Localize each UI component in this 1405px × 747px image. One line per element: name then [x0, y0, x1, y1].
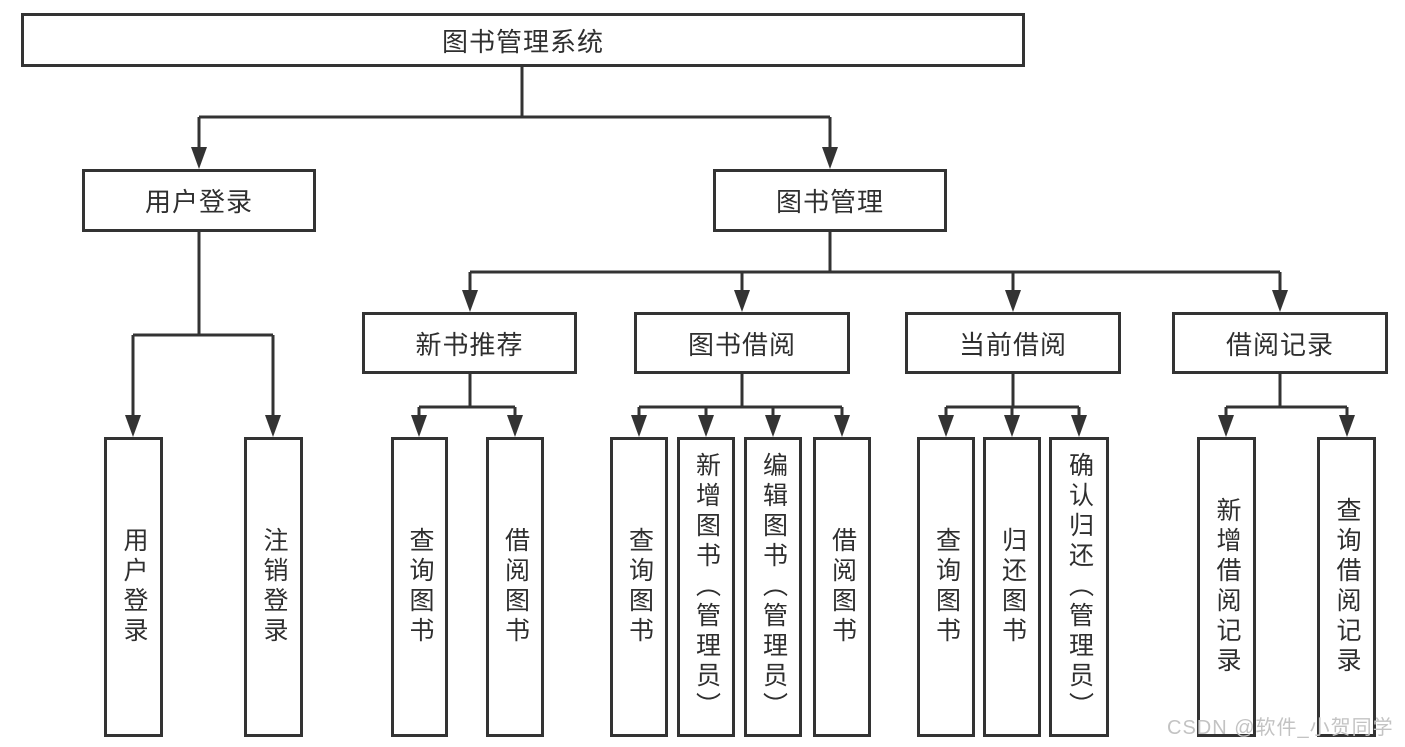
node-current-borrowing: 当前借阅 — [905, 312, 1121, 374]
connector-book-borrowing — [637, 374, 844, 417]
arrow-icon — [1339, 415, 1355, 437]
leaf-bb-add-book-admin: 新增图书（管理员） — [677, 437, 735, 737]
leaf-logout-label: 注销登录 — [260, 527, 288, 647]
leaf-cb-query-books-label: 查询图书 — [932, 527, 961, 647]
leaf-br-query-record-label: 查询借阅记录 — [1333, 497, 1361, 677]
leaf-br-add-record: 新增借阅记录 — [1197, 437, 1256, 737]
leaf-cb-return-books-label: 归还图书 — [998, 527, 1027, 647]
leaf-bb-edit-book-admin-label: 编辑图书（管理员） — [759, 452, 788, 722]
leaf-nb-borrow-books: 借阅图书 — [486, 437, 544, 737]
leaf-logout: 注销登录 — [244, 437, 303, 737]
node-book-management-label: 图书管理 — [775, 187, 884, 217]
arrow-icon — [462, 290, 478, 312]
leaf-user-login-label: 用户登录 — [120, 527, 148, 647]
node-borrowing-records-label: 借阅记录 — [1225, 329, 1334, 360]
csdn-watermark: CSDN @软件_小贺同学 — [1167, 717, 1394, 739]
arrow-icon — [1005, 290, 1021, 312]
arrow-icon — [507, 415, 523, 437]
leaf-cb-confirm-return-admin-label: 确认归还（管理员） — [1065, 452, 1094, 722]
leaf-nb-borrow-books-label: 借阅图书 — [501, 527, 530, 647]
node-borrowing-records: 借阅记录 — [1172, 312, 1388, 374]
node-book-borrowing: 图书借阅 — [634, 312, 850, 374]
arrow-icon — [1071, 415, 1087, 437]
leaf-nb-query-books: 查询图书 — [391, 437, 448, 737]
leaf-cb-confirm-return-admin: 确认归还（管理员） — [1049, 437, 1109, 737]
leaf-bb-query-books: 查询图书 — [610, 437, 668, 737]
node-current-borrowing-label: 当前借阅 — [958, 329, 1067, 360]
arrow-icon — [191, 147, 207, 169]
leaf-cb-query-books: 查询图书 — [917, 437, 975, 737]
arrow-icon — [938, 415, 954, 437]
leaf-br-query-record: 查询借阅记录 — [1317, 437, 1376, 737]
arrow-icon — [265, 415, 281, 437]
leaf-bb-borrow-books: 借阅图书 — [813, 437, 871, 737]
connector-borrowing-records — [1224, 374, 1349, 417]
arrow-icon — [1218, 415, 1234, 437]
leaf-cb-return-books: 归还图书 — [983, 437, 1041, 737]
arrow-icon — [765, 415, 781, 437]
node-user-login: 用户登录 — [82, 169, 316, 232]
arrow-icon — [834, 415, 850, 437]
arrow-icon — [822, 147, 838, 169]
connector-current-borrowing — [944, 374, 1081, 417]
leaf-user-login: 用户登录 — [104, 437, 163, 737]
leaf-bb-edit-book-admin: 编辑图书（管理员） — [744, 437, 802, 737]
arrow-icon — [1272, 290, 1288, 312]
node-new-book-recommend-label: 新书推荐 — [415, 329, 524, 360]
leaf-bb-borrow-books-label: 借阅图书 — [828, 527, 857, 647]
arrow-icon — [734, 290, 750, 312]
node-book-borrowing-label: 图书借阅 — [687, 329, 796, 360]
node-book-management: 图书管理 — [713, 169, 947, 232]
arrow-icon — [631, 415, 647, 437]
connector-root — [197, 67, 832, 149]
arrow-icon — [698, 415, 714, 437]
arrowheads — [125, 147, 1355, 437]
node-library-system-label: 图书管理系统 — [441, 26, 604, 57]
node-new-book-recommend: 新书推荐 — [362, 312, 577, 374]
leaf-nb-query-books-label: 查询图书 — [406, 527, 434, 647]
connector-new-book — [417, 374, 517, 417]
arrow-icon — [1004, 415, 1020, 437]
node-user-login-label: 用户登录 — [144, 187, 253, 217]
leaf-bb-add-book-admin-label: 新增图书（管理员） — [692, 452, 721, 722]
leaf-bb-query-books-label: 查询图书 — [625, 527, 654, 647]
node-library-system: 图书管理系统 — [21, 13, 1025, 67]
connector-book-management — [468, 232, 1282, 292]
connector-user-login — [131, 232, 275, 417]
arrow-icon — [411, 415, 427, 437]
leaf-br-add-record-label: 新增借阅记录 — [1213, 497, 1241, 677]
arrow-icon — [125, 415, 141, 437]
